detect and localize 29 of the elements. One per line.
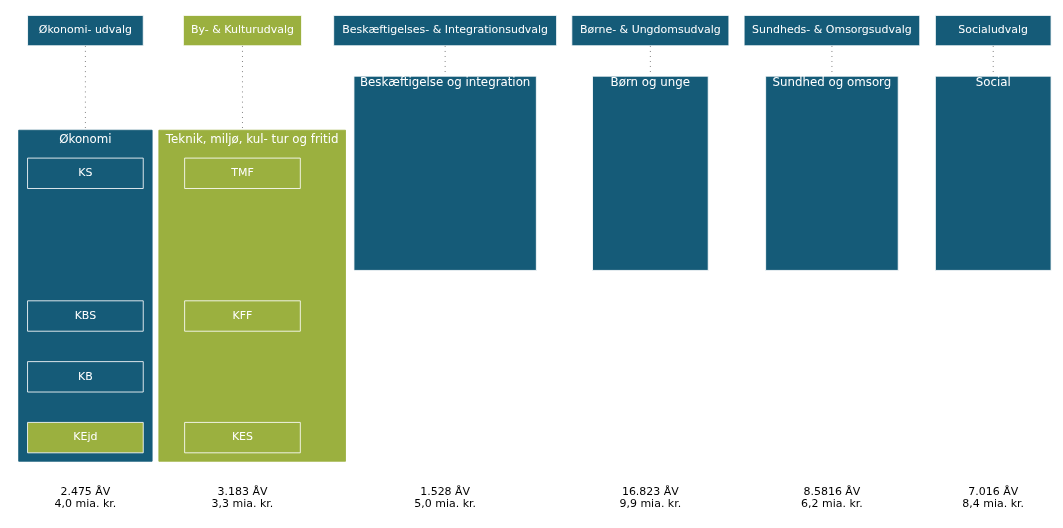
node-box: Socialudvalg bbox=[934, 14, 1052, 46]
node-label: 3.183 ÅV bbox=[217, 484, 268, 498]
node-label: 9,9 mia. kr. bbox=[619, 496, 682, 510]
node-label: 8,4 mia. kr. bbox=[962, 496, 1025, 510]
node-label: 3,3 mia. kr. bbox=[211, 496, 274, 510]
node-box: Beskæftigelse og integration bbox=[353, 75, 537, 271]
node-box: Social bbox=[934, 75, 1052, 271]
node-box: KB bbox=[27, 360, 144, 392]
node-box: TMF bbox=[184, 157, 301, 189]
node-box: KS bbox=[27, 157, 144, 189]
node-box: Sundhed og omsorg bbox=[765, 75, 899, 271]
node-box: Børne- & Ungdomsudvalg bbox=[571, 14, 730, 46]
node-label: 1.528 ÅV bbox=[420, 484, 471, 498]
node-box: KEjd bbox=[27, 421, 144, 453]
node-box: Økonomi- udvalg bbox=[27, 14, 144, 46]
node-label: 6,2 mia. kr. bbox=[801, 496, 863, 510]
node-box: Beskæftigelses- & Integrationsudvalg bbox=[333, 14, 558, 46]
node-box: KBS bbox=[27, 299, 144, 332]
node-label: 5,0 mia. kr. bbox=[414, 496, 476, 510]
node-box: Børn og unge bbox=[592, 75, 709, 271]
node-label: 16.823 ÅV bbox=[621, 484, 679, 498]
node-label: 4,0 mia. kr. bbox=[54, 496, 117, 510]
node-box: Sundheds- & Omsorgsudvalg bbox=[743, 14, 921, 46]
node-box: KFF bbox=[184, 299, 301, 332]
node-label: 8.5816 ÅV bbox=[803, 484, 861, 498]
node-label: 2.475 ÅV bbox=[60, 484, 111, 498]
node-box: KES bbox=[184, 421, 301, 453]
node-label: 7.016 ÅV bbox=[968, 484, 1019, 498]
node-box: By- & Kulturudvalg bbox=[182, 14, 302, 46]
